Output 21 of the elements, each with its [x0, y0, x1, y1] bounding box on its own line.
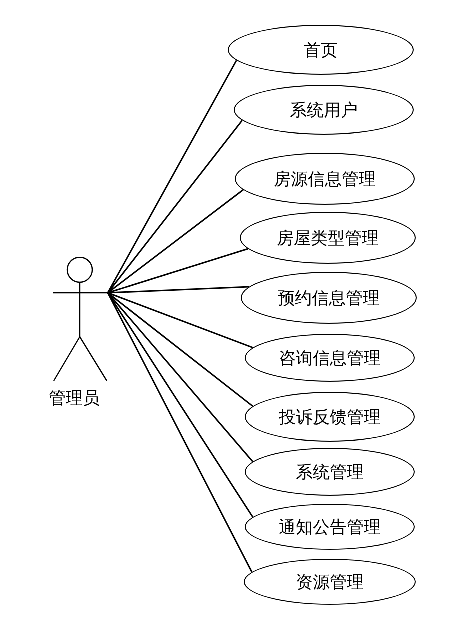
association-line: [108, 286, 250, 294]
association-line: [107, 120, 244, 294]
use-case-ellipse: 资源管理: [244, 559, 416, 605]
association-line: [108, 292, 254, 408]
use-case-ellipse: 咨询信息管理: [245, 334, 415, 382]
use-case-ellipse: 系统管理: [245, 448, 415, 496]
actor-label: 管理员: [49, 388, 100, 410]
association-line: [108, 292, 254, 349]
use-case-ellipse: 房源信息管理: [235, 153, 415, 205]
use-case-ellipse: 首页: [228, 25, 414, 75]
association-line: [108, 248, 248, 294]
use-case-ellipse: 房屋类型管理: [240, 212, 416, 264]
association-line: [108, 189, 244, 294]
association-line: [107, 292, 254, 518]
association-line: [107, 292, 254, 462]
use-case-ellipse: 投诉反馈管理: [245, 392, 415, 442]
use-case-ellipse: 预约信息管理: [241, 272, 417, 324]
association-line: [107, 60, 238, 294]
use-case-ellipse: 通知公告管理: [245, 504, 415, 550]
use-case-ellipse: 系统用户: [234, 85, 414, 135]
association-line: [107, 292, 253, 573]
